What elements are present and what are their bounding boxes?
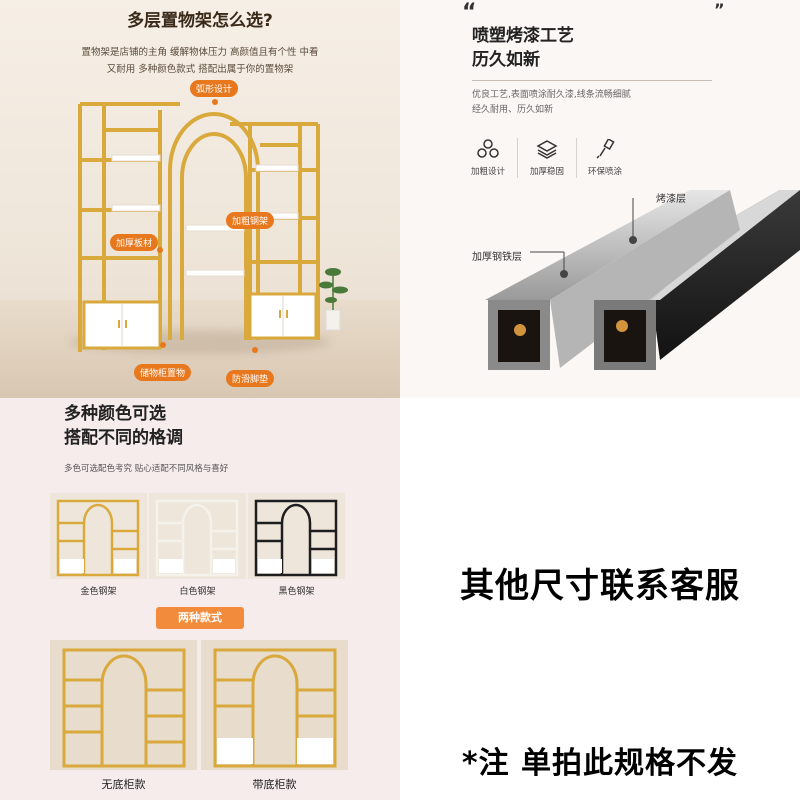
black-shelf-thumb	[248, 493, 345, 579]
gold-shelf-thumb	[50, 493, 147, 579]
process-title-line-2: 历久如新	[472, 50, 540, 70]
shelf-intro-panel: 多层置物架怎么选? 置物架是店铺的主角 缓解物体压力 高颜值且有个性 中看 又耐…	[0, 0, 400, 398]
notice-panel	[400, 398, 800, 800]
feature-label: 环保喷涂	[587, 167, 622, 177]
feature-separator	[576, 138, 577, 178]
process-desc-line-1: 优良工艺,表面喷涂耐久漆,线条流畅细腻	[472, 90, 631, 100]
color-title-line-1: 多种颜色可选	[64, 404, 166, 424]
divider	[472, 80, 712, 81]
with-cabinet-style-image	[201, 640, 348, 770]
circles-icon	[464, 138, 512, 160]
process-title: 喷塑烤漆工艺 历久如新	[472, 24, 574, 72]
feature-label: 加粗设计	[470, 167, 505, 177]
cabinet-tag: 储物柜置物	[134, 364, 192, 381]
gold-shelf-illustration	[78, 99, 348, 353]
color-options-title: 多种颜色可选 搭配不同的格调	[64, 402, 183, 450]
two-styles-tag: 两种款式	[156, 607, 244, 629]
steel-frame-tag: 加粗钢架	[226, 212, 275, 229]
paint-layer-label: 烤漆层	[656, 194, 686, 205]
steel-tube-illustration	[485, 190, 800, 370]
custom-size-notice: 其他尺寸联系客服	[460, 566, 740, 606]
process-description: 优良工艺,表面喷涂耐久漆,线条流畅细腻 经久耐用、历久如新	[472, 88, 732, 118]
paint-brush-icon	[581, 138, 629, 160]
feature-stable: 加厚稳固	[523, 138, 571, 177]
quote-open-mark: “	[462, 0, 477, 25]
feature-label: 加厚稳固	[529, 167, 564, 177]
steel-layer-label: 加厚钢铁层	[472, 252, 522, 263]
board-tag: 加厚板材	[110, 234, 159, 251]
page-title: 多层置物架怎么选?	[127, 11, 273, 31]
feature-thick: 加粗设计	[464, 138, 512, 177]
white-shelf-thumb	[149, 493, 246, 579]
intro-line-2: 又耐用 多种颜色款式 搭配出属于你的置物架	[106, 64, 294, 75]
layers-icon	[523, 138, 571, 160]
purchase-note: *注 单拍此规格不发	[461, 746, 739, 781]
white-shelf-label: 白色钢架	[179, 587, 216, 597]
process-title-line-1: 喷塑烤漆工艺	[472, 26, 574, 46]
process-desc-line-2: 经久耐用、历久如新	[472, 105, 554, 115]
color-title-line-2: 搭配不同的格调	[64, 428, 183, 448]
no-cabinet-style-image	[50, 640, 197, 770]
quote-close-mark: ”	[714, 0, 725, 19]
feature-separator	[517, 138, 518, 178]
gold-shelf-label: 金色钢架	[80, 587, 117, 597]
no-cabinet-style-label: 无底柜款	[101, 778, 146, 791]
color-options-description: 多色可选配色考究 贴心适配不同风格与喜好	[64, 464, 229, 474]
intro-description: 置物架是店铺的主角 缓解物体压力 高颜值且有个性 中看 又耐用 多种颜色款式 搭…	[60, 44, 340, 78]
feature-eco: 环保喷涂	[581, 138, 629, 177]
arch-design-tag: 弧形设计	[190, 80, 239, 97]
black-shelf-label: 黑色钢架	[278, 587, 315, 597]
anti-slip-tag: 防滑脚垫	[226, 370, 275, 387]
with-cabinet-style-label: 带底柜款	[252, 778, 297, 791]
intro-line-1: 置物架是店铺的主角 缓解物体压力 高颜值且有个性 中看	[81, 47, 319, 58]
